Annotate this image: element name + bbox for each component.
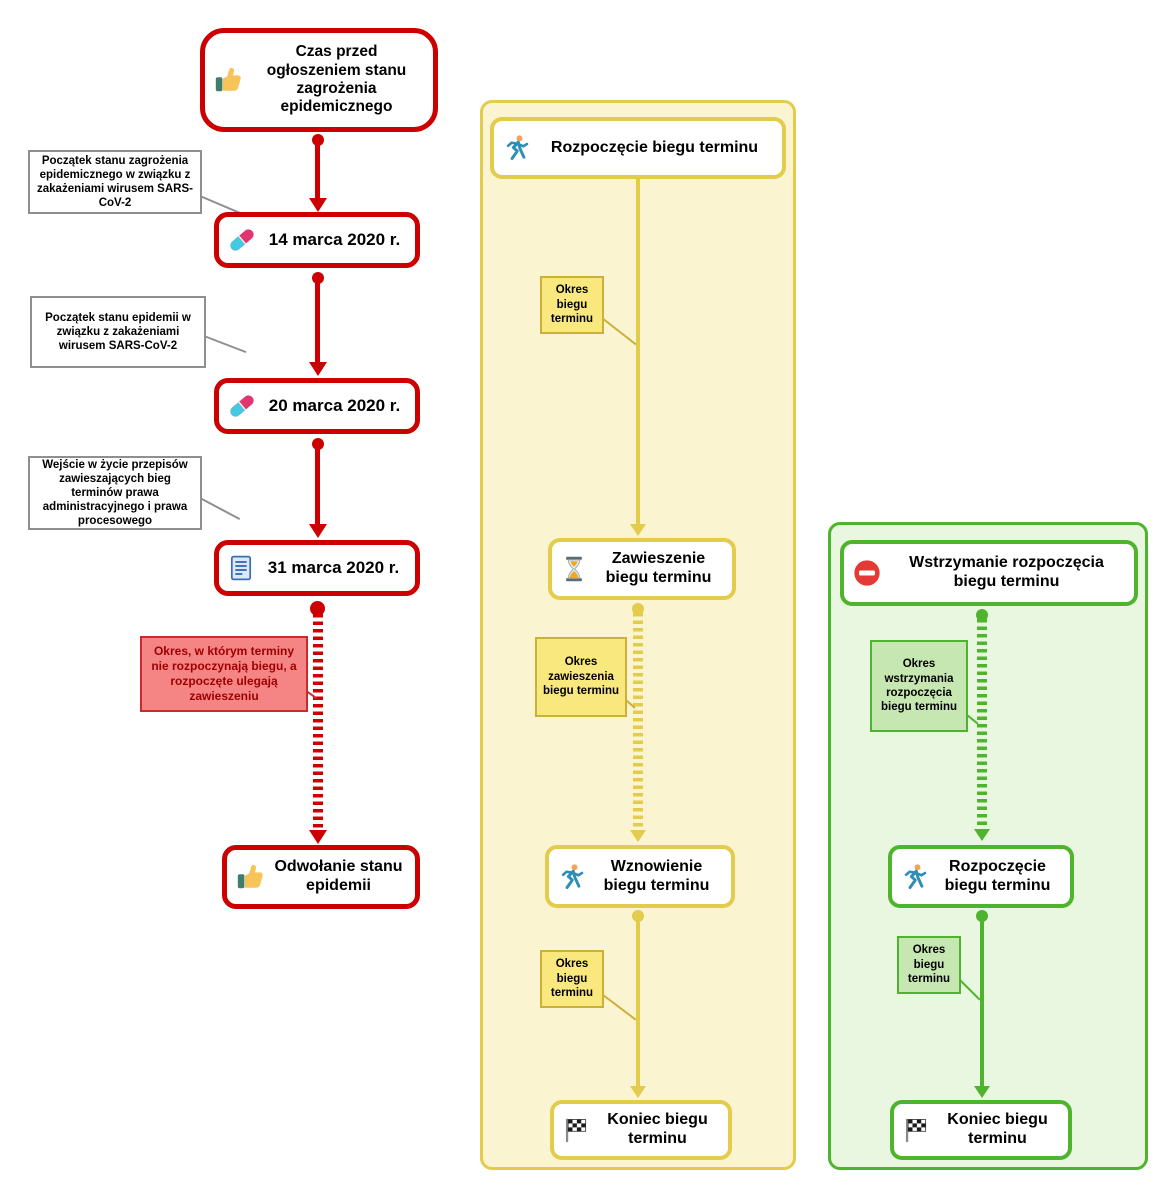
term-suspension-period-callout: Okres zawieszenia biegu terminu [535, 637, 627, 717]
withholding-box: Wstrzymanie rozpoczęcia biegu terminu [840, 540, 1138, 606]
green-term-start-label: Rozpoczęcie biegu terminu [944, 857, 1051, 894]
arrowhead-date3-to-end [309, 830, 327, 844]
green-term-run-period-callout-text: Okres biegu terminu [907, 944, 951, 986]
arrowhead-hold-to-start [974, 829, 990, 841]
arrow-start-to-date1 [315, 144, 320, 200]
green-term-start-box: Rozpoczęcie biegu terminu [888, 845, 1074, 908]
term-run-period-callout-1-text: Okres biegu terminu [550, 284, 594, 326]
term-suspension-period-callout-text: Okres zawieszenia biegu terminu [542, 656, 620, 698]
timeline-date3-label: 31 marca 2020 r. [267, 557, 400, 577]
term-resume-label: Wznowienie biegu terminu [603, 857, 710, 894]
finish-flag-icon [902, 1116, 930, 1144]
timeline-date2-label: 20 marca 2020 r. [268, 395, 401, 415]
no-entry-icon [852, 558, 882, 588]
pill-icon [227, 391, 257, 421]
thumbs-up-icon [213, 65, 243, 95]
document-icon [227, 554, 255, 582]
timeline-end-box: Odwołanie stanu epidemii [222, 845, 420, 909]
hold-connector-dot [976, 609, 988, 621]
dashed-arrow-hold-to-start [977, 619, 987, 829]
arrowhead-date2-to-date3 [309, 524, 327, 538]
note-epidemic-threat-start: Początek stanu zagrożenia epidemicznego … [28, 150, 202, 214]
arrowhead-start-to-suspend [630, 524, 646, 536]
note-law-entry: Wejście w życie przepisów zawieszających… [28, 456, 202, 530]
suspension-period-callout-text: Okres, w którym terminy nie rozpoczynają… [151, 644, 297, 703]
timeline-date2-box: 20 marca 2020 r. [214, 378, 420, 434]
timeline-connector-dot-3 [312, 438, 324, 450]
dashed-arrow-date3-to-end [313, 614, 323, 830]
finish-flag-icon [562, 1116, 590, 1144]
timeline-date1-box: 14 marca 2020 r. [214, 212, 420, 268]
suspension-period-callout: Okres, w którym terminy nie rozpoczynają… [140, 636, 308, 712]
withholding-period-callout-text: Okres wstrzymania rozpoczęcia biegu term… [880, 658, 958, 714]
runner-icon [557, 863, 585, 891]
term-run-period-callout-2-text: Okres biegu terminu [550, 958, 594, 1000]
note-epidemic-threat-start-text: Początek stanu zagrożenia epidemicznego … [37, 154, 193, 210]
term-suspend-box: Zawieszenie biegu terminu [548, 538, 736, 600]
suspend-connector-dot [632, 603, 644, 615]
term-suspend-label: Zawieszenie biegu terminu [605, 550, 712, 586]
timeline-start-box: Czas przed ogłoszeniem stanu zagrożenia … [200, 28, 438, 132]
runner-icon [900, 863, 928, 891]
term-resume-box: Wznowienie biegu terminu [545, 845, 735, 908]
timeline-end-label: Odwołanie stanu epidemii [274, 858, 403, 894]
timeline-date1-label: 14 marca 2020 r. [268, 229, 401, 249]
pill-icon [227, 225, 257, 255]
term-run-period-callout-1: Okres biegu terminu [540, 276, 604, 334]
term-end-box: Koniec biegu terminu [550, 1100, 732, 1160]
thumbs-up-icon [235, 862, 265, 892]
note3-pointer-line [199, 497, 241, 521]
arrow-resume-to-end [636, 920, 640, 1086]
green-term-end-box: Koniec biegu terminu [890, 1100, 1072, 1160]
note-epidemic-state-start-text: Początek stanu epidemii w związku z zaka… [45, 311, 191, 352]
arrow-green-start-to-end [980, 920, 984, 1086]
timeline-connector-dot-1 [312, 134, 324, 146]
timeline-start-label: Czas przed ogłoszeniem stanu zagrożenia … [266, 43, 407, 116]
green-term-end-label: Koniec biegu terminu [947, 1111, 1048, 1147]
term-run-period-callout-2: Okres biegu terminu [540, 950, 604, 1008]
term-start-label: Rozpoczęcie biegu terminu [550, 138, 759, 156]
green-start-connector-dot [976, 910, 988, 922]
arrow-start-to-suspend [636, 179, 640, 525]
arrow-date1-to-date2 [315, 282, 320, 362]
runner-icon [502, 134, 530, 162]
green-term-run-period-callout: Okres biegu terminu [897, 936, 961, 994]
note-law-entry-text: Wejście w życie przepisów zawieszających… [42, 458, 188, 528]
hourglass-icon [560, 555, 588, 583]
note-epidemic-state-start: Początek stanu epidemii w związku z zaka… [30, 296, 206, 368]
arrow-date2-to-date3 [315, 448, 320, 524]
arrowhead-suspend-to-resume [630, 830, 646, 842]
arrowhead-resume-to-end [630, 1086, 646, 1098]
dashed-arrow-suspend-to-resume [633, 613, 643, 831]
withholding-label: Wstrzymanie rozpoczęcia biegu terminu [909, 554, 1104, 590]
withholding-period-callout: Okres wstrzymania rozpoczęcia biegu term… [870, 640, 968, 732]
arrowhead-green-start-to-end [974, 1086, 990, 1098]
resume-connector-dot [632, 910, 644, 922]
timeline-date3-box: 31 marca 2020 r. [214, 540, 420, 596]
term-end-label: Koniec biegu terminu [607, 1111, 708, 1147]
timeline-connector-dot-4 [310, 601, 325, 616]
timeline-connector-dot-2 [312, 272, 324, 284]
arrowhead-start-to-date1 [309, 198, 327, 212]
arrowhead-date1-to-date2 [309, 362, 327, 376]
note2-pointer-line [203, 335, 247, 354]
term-start-box: Rozpoczęcie biegu terminu [490, 117, 786, 179]
